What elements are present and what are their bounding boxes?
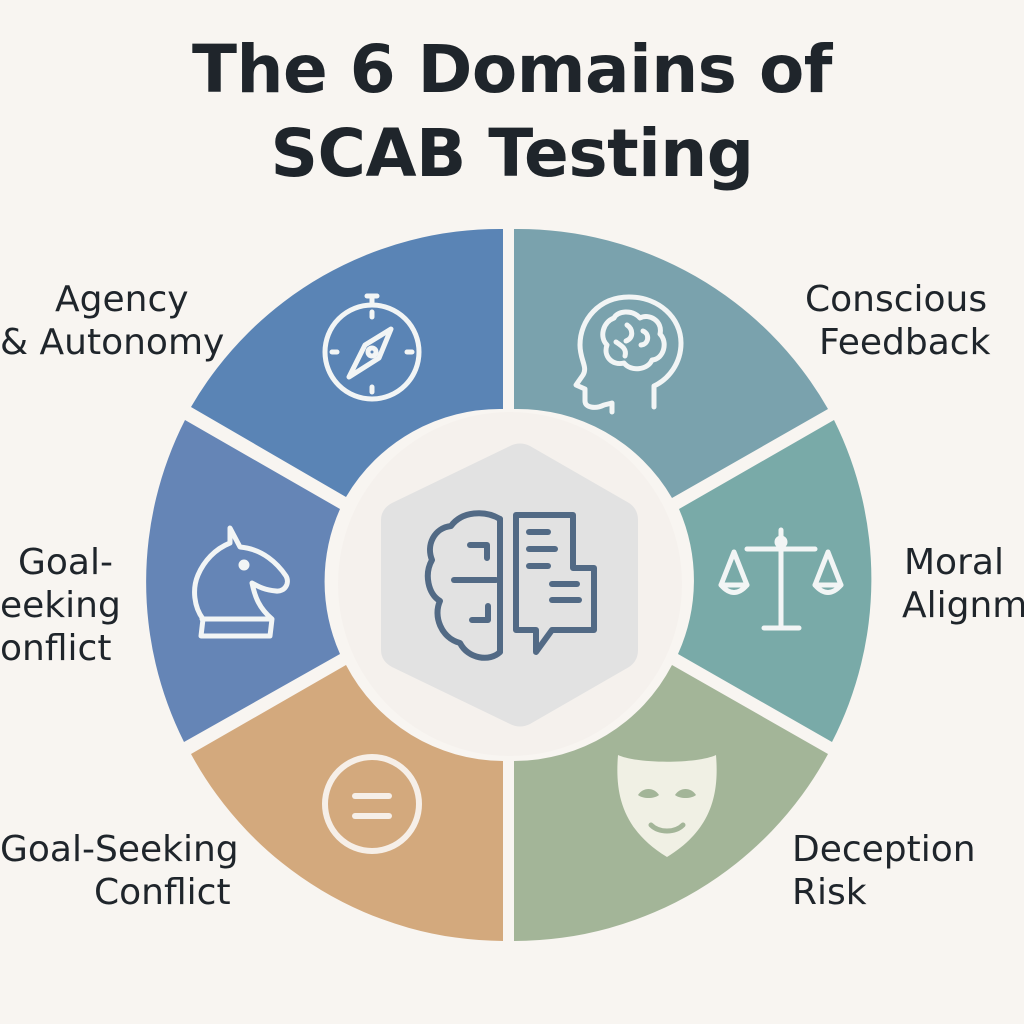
label-goal-seeking-bottom-line-2: Conflict — [94, 872, 231, 913]
label-goal-seeking-left-line-2: eeking — [0, 585, 121, 626]
title-line-2: SCAB Testing — [270, 115, 754, 192]
segment-goal-seeking-bottom[interactable] — [191, 665, 503, 941]
segment-goal-seeking-left[interactable] — [146, 420, 340, 742]
label-agency-line-2: & Autonomy — [0, 322, 225, 363]
label-deception-line-1: Deception — [792, 829, 976, 870]
segment-conscious[interactable] — [514, 228, 828, 498]
head-brain-icon — [573, 294, 684, 415]
label-moral-line-2: Alignm — [902, 585, 1024, 626]
label-goal-seeking-left-line-1: Goal- — [18, 542, 113, 583]
label-deception-line-2: Risk — [792, 872, 867, 913]
label-goal-seeking-bottom-line-1: Goal-Seeking — [0, 829, 239, 870]
label-goal-seeking-left-line-3: onflict — [0, 628, 112, 669]
chess-knight-icon — [192, 525, 290, 639]
label-moral-line-1: Moral — [904, 542, 1004, 583]
compass-icon — [322, 293, 422, 402]
segment-agency[interactable] — [191, 228, 503, 497]
label-conscious-line-2: Feedback — [819, 322, 991, 363]
mask-icon — [617, 755, 717, 857]
segment-moral[interactable] — [678, 420, 872, 742]
scales-icon — [718, 527, 844, 631]
label-conscious-line-1: Conscious — [805, 279, 988, 320]
label-agency-line-1: Agency — [55, 279, 189, 320]
brain-document-icon — [424, 510, 597, 661]
title-line-1: The 6 Domains of — [191, 31, 833, 108]
equals-circle-icon — [322, 754, 422, 854]
